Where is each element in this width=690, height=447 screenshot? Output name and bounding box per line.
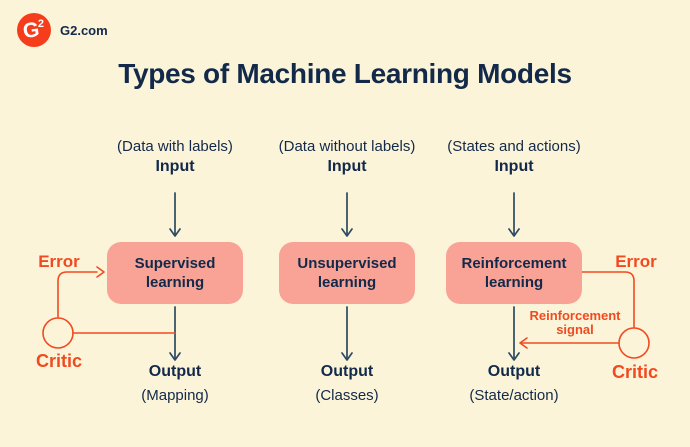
column-unsupervised: (Data without labels) Input Unsupervised… [257, 0, 437, 447]
input-note: (Data with labels) [117, 138, 233, 155]
input-note: (States and actions) [447, 138, 581, 155]
model-box-unsupervised: Unsupervised learning [279, 242, 415, 304]
error-label-right: Error [615, 252, 657, 271]
brand-text: G2.com [60, 23, 108, 38]
model-box-label: Unsupervised learning [297, 255, 397, 291]
input-label: Input [494, 158, 534, 175]
reinforcement-signal-label: Reinforcement signal [529, 308, 621, 337]
model-box-label: Supervised learning [134, 255, 216, 291]
output-label: Output [148, 363, 202, 380]
error-label-left: Error [38, 252, 80, 271]
column-reinforcement: (States and actions) Input Reinforcement… [424, 0, 604, 447]
output-label: Output [487, 363, 541, 380]
column-supervised: (Data with labels) Input Supervised lear… [85, 0, 265, 447]
output-note: (Mapping) [141, 387, 209, 404]
model-box-label: Reinforcement learning [461, 255, 567, 291]
input-note: (Data without labels) [278, 138, 416, 155]
logo-superscript: 2 [37, 18, 44, 30]
critic-label-left: Critic [35, 351, 82, 371]
output-note: (Classes) [315, 387, 379, 404]
input-label: Input [155, 158, 195, 175]
page-title: Types of Machine Learning Models [118, 58, 572, 89]
model-box-supervised: Supervised learning [107, 242, 243, 304]
g2-logo-icon: G 2 [17, 13, 51, 47]
input-label: Input [327, 158, 367, 175]
critic-circle-left [42, 317, 74, 349]
output-note: (State/action) [469, 387, 559, 404]
critic-label-right: Critic [611, 362, 658, 382]
model-box-reinforcement: Reinforcement learning [446, 242, 582, 304]
output-label: Output [320, 363, 374, 380]
